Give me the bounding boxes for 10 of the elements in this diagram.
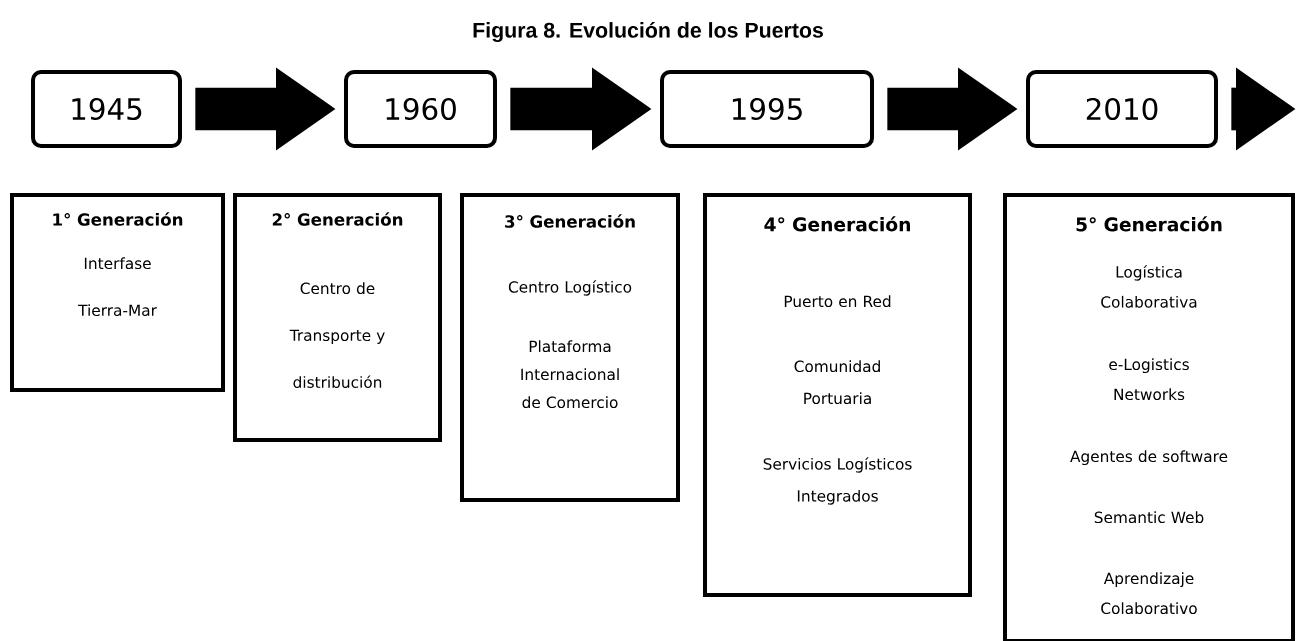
year-box: 1995	[660, 70, 874, 148]
generation-box: 3° Generación Centro Logístico Plataforma Internacional de Comercio	[460, 193, 680, 502]
year-box: 2010	[1026, 70, 1218, 148]
generation-box: 1° Generación Interfase Tierra-Mar	[10, 193, 225, 392]
generation-box: 2° Generación Centro de Transporte y distribución	[233, 193, 442, 442]
generation-box: 4° Generación Puerto en Red Comunidad Portuaria Servicios Logísticos Integrados	[703, 193, 972, 597]
year-box: 1960	[344, 70, 497, 148]
generation-box: 5° Generación Logística Colaborativa e-Logistics Networks Agentes de software Semantic Web Aprendizaje Colaborativo	[1003, 193, 1295, 641]
title: Figura 8. Evolución de los Puertos	[473, 21, 823, 43]
year-box: 1945	[31, 70, 182, 148]
